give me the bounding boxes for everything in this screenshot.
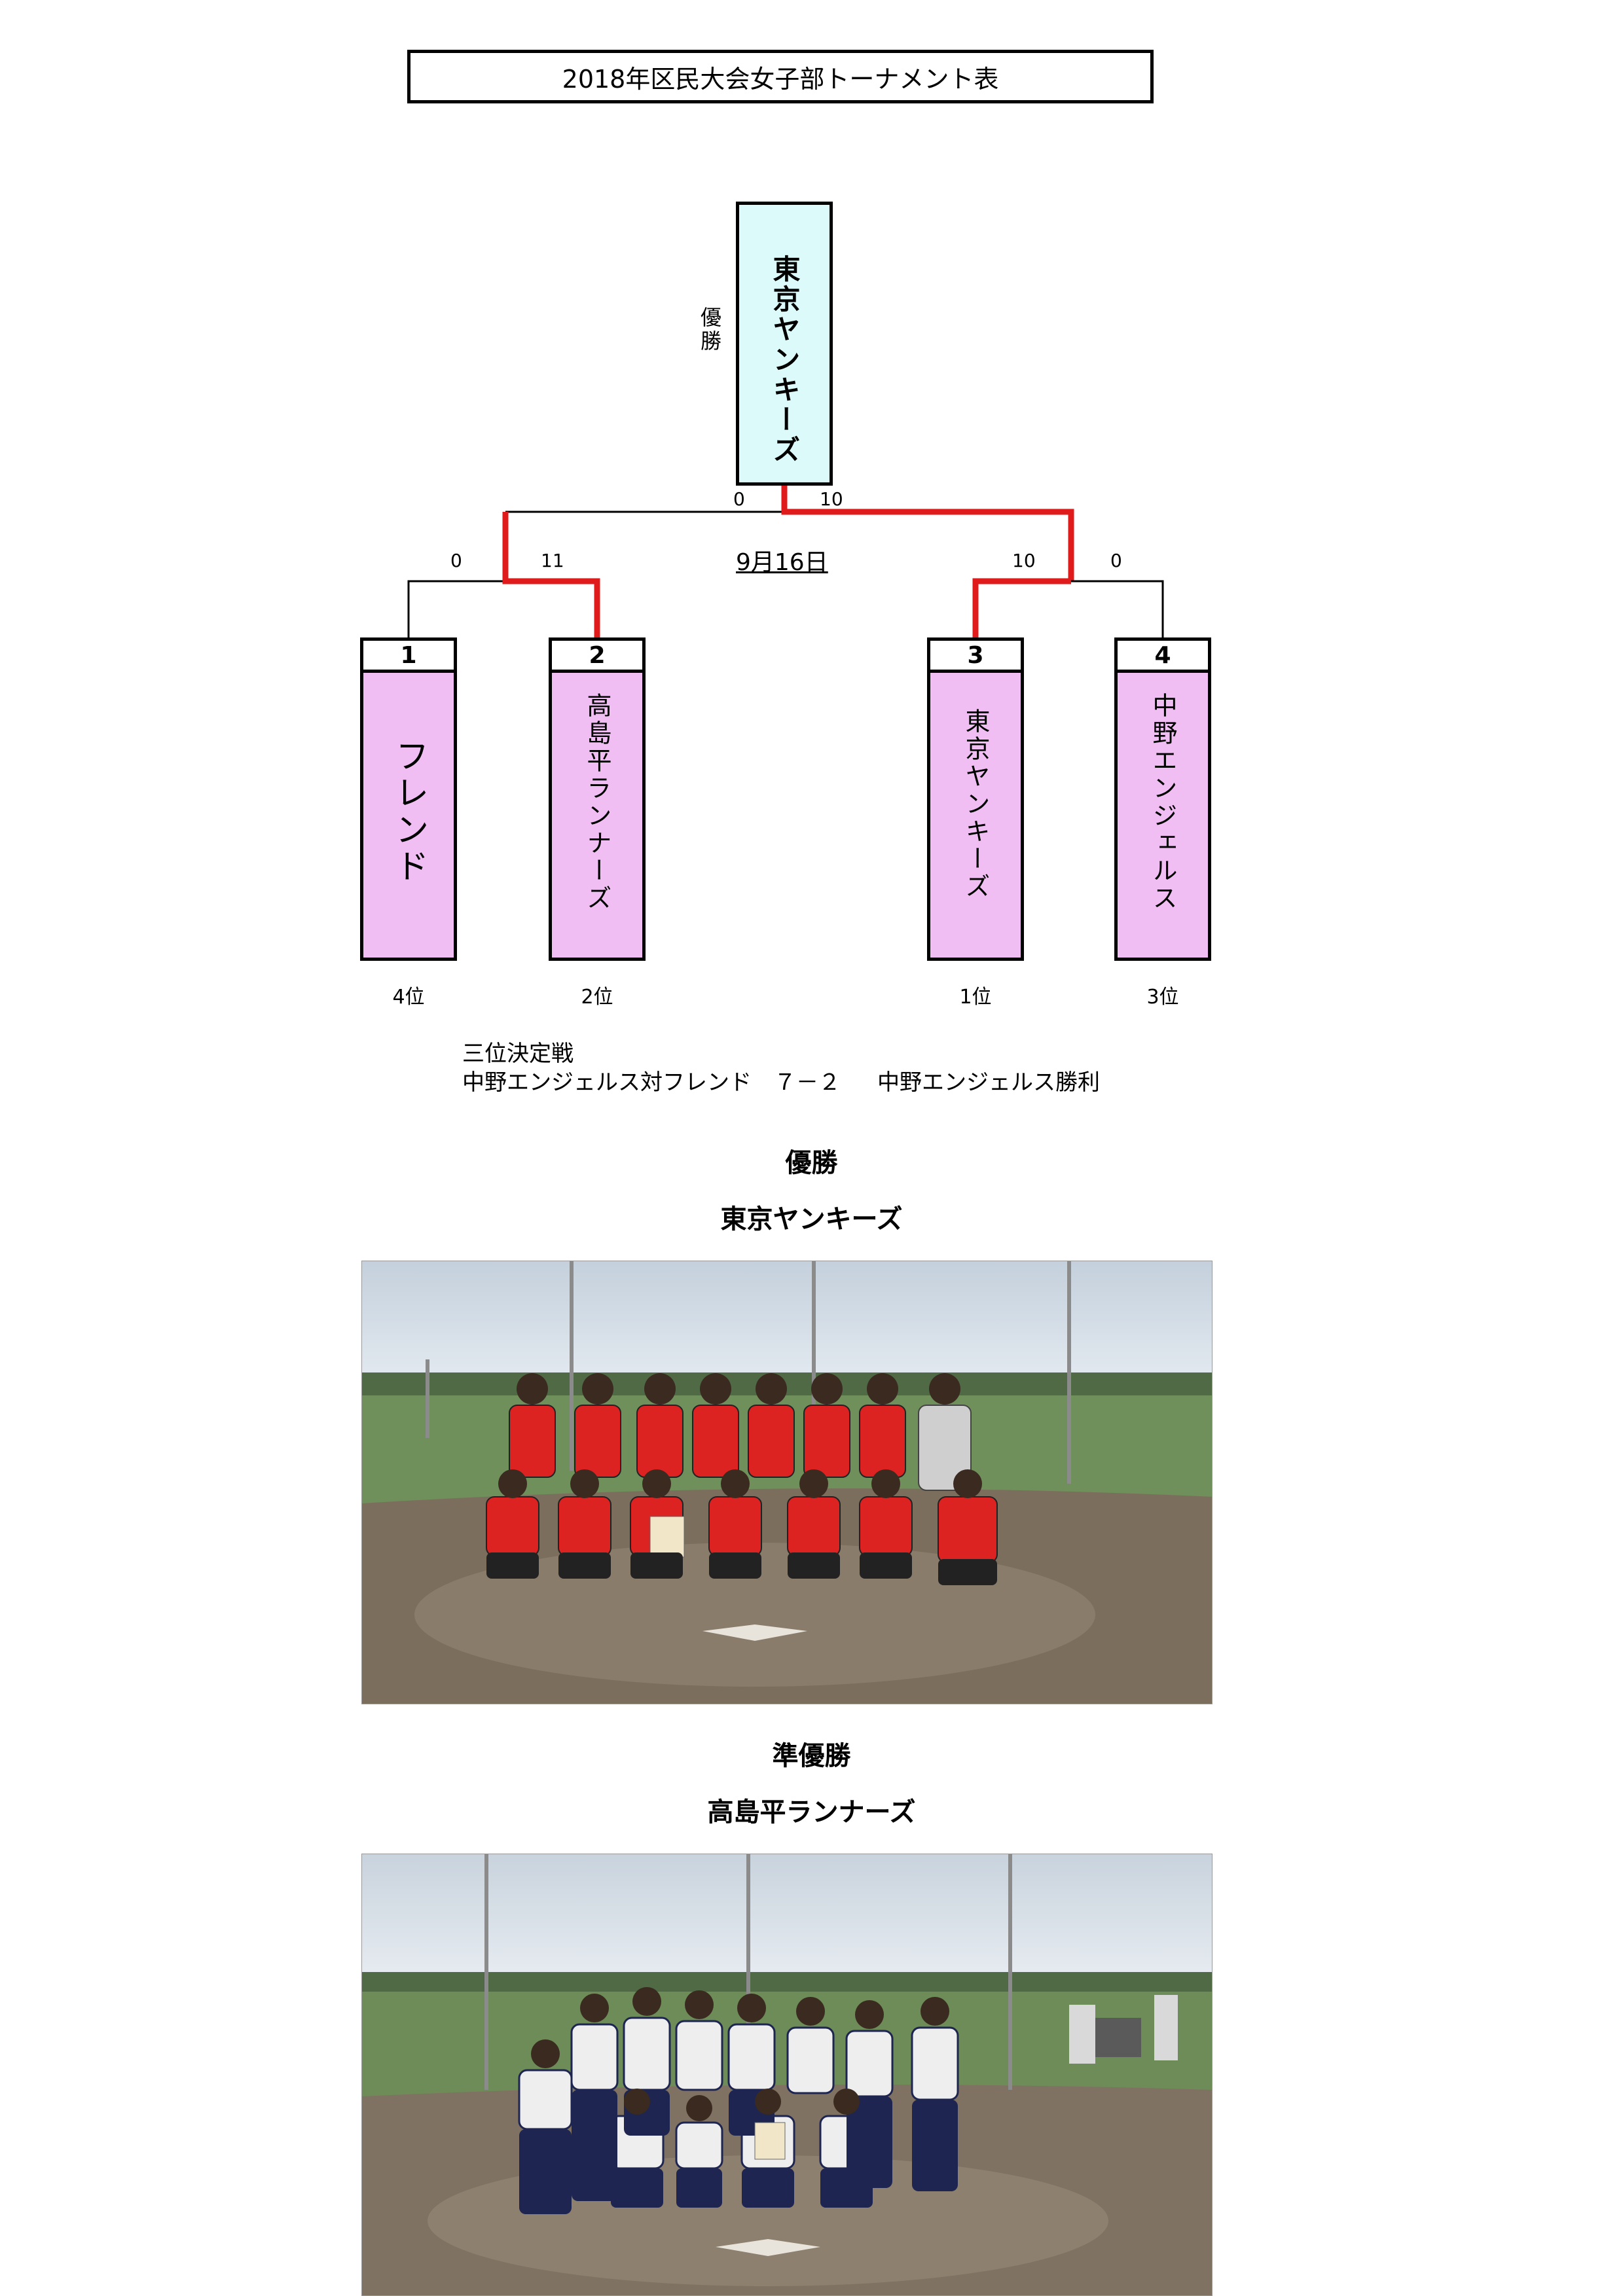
semi-left-score-2: 11 xyxy=(541,550,564,571)
semi-left-score-1: 0 xyxy=(450,550,462,571)
semi-right-winner-path xyxy=(972,578,1071,640)
team-name: フレンド xyxy=(389,738,428,885)
final-winner-path xyxy=(781,486,1074,581)
third-place-result: 中野エンジェルス勝利 xyxy=(877,1069,1100,1096)
third-place-heading: 三位決定戦 xyxy=(462,1041,574,1067)
page-title: 2018年区民大会女子部トーナメント表 xyxy=(407,50,1154,103)
champion-box: 東京ヤンキーズ xyxy=(736,202,833,486)
third-place-match: 中野エンジェルス対フレンド ７－２ xyxy=(462,1069,841,1096)
team-box-nakano-angels: 中野エンジェルス xyxy=(1114,673,1211,961)
team-name: 中野エンジェルス xyxy=(1148,692,1177,912)
team-box-friend: フレンド xyxy=(360,673,457,961)
team-rank: 1位 xyxy=(959,986,992,1009)
bracket-lines xyxy=(407,486,1164,640)
final-right-score: 10 xyxy=(820,488,843,510)
team-rank: 3位 xyxy=(1146,986,1179,1009)
champion-side-label: 優勝 xyxy=(697,306,722,353)
seed-number: 3 xyxy=(927,637,1024,673)
runnerup-team-photo xyxy=(361,1854,1213,2296)
champion-team-name: 東京ヤンキーズ xyxy=(769,255,801,465)
winner-team-photo xyxy=(361,1261,1213,1704)
team-name: 高島平ランナーズ xyxy=(583,692,611,912)
semi-left-winner-path xyxy=(502,512,600,640)
team-box-tokyo-yankees: 東京ヤンキーズ xyxy=(927,673,1024,961)
semi-right-score-1: 10 xyxy=(1012,550,1036,571)
team-rank: 4位 xyxy=(392,986,425,1009)
runnerup-label: 準優勝 xyxy=(772,1741,851,1771)
semi-right-score-2: 0 xyxy=(1110,550,1122,571)
semi-right-loser-line xyxy=(1071,580,1164,640)
semi-left-loser-line xyxy=(407,580,505,640)
seed-number: 2 xyxy=(549,637,646,673)
team-rank: 2位 xyxy=(581,986,613,1009)
match-date: 9月16日 xyxy=(736,549,828,576)
team-box-takashimadaira: 高島平ランナーズ xyxy=(549,673,646,961)
seed-number: 1 xyxy=(360,637,457,673)
runnerup-team-name: 高島平ランナーズ xyxy=(707,1797,916,1827)
winner-label: 優勝 xyxy=(785,1148,838,1178)
final-left-score: 0 xyxy=(733,488,745,510)
team-name: 東京ヤンキーズ xyxy=(961,708,990,901)
seed-number: 4 xyxy=(1114,637,1211,673)
winner-team-name: 東京ヤンキーズ xyxy=(720,1204,903,1234)
